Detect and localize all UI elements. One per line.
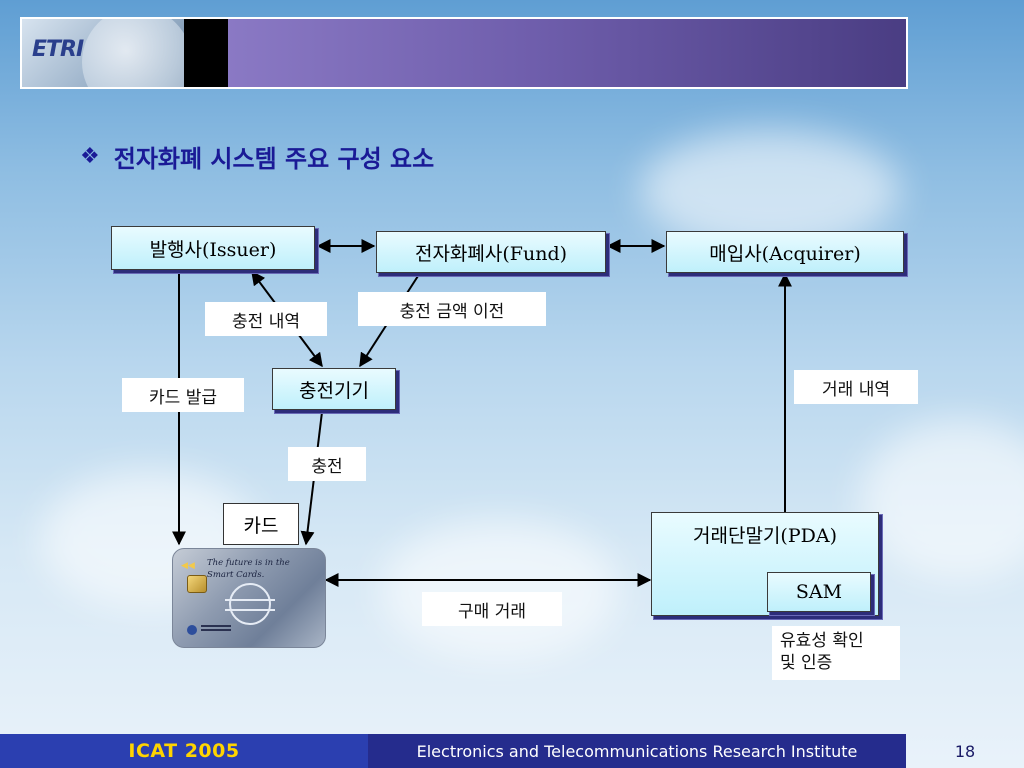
- label-charge-history: 충전 내역: [205, 302, 327, 336]
- label-charge-amount-transfer: 충전 금액 이전: [358, 292, 546, 326]
- smart-card-image: ◀◀ The future is in the Smart Cards.: [172, 548, 326, 648]
- smart-card-slogan: The future is in the Smart Cards.: [207, 558, 290, 580]
- node-card-label: 카드: [243, 514, 279, 537]
- diamond-bullet-icon: ❖: [80, 144, 100, 169]
- banner-gradient: [228, 19, 906, 87]
- label-validity-auth: 유효성 확인 및 인증: [772, 626, 900, 680]
- label-charge: 충전: [288, 447, 366, 481]
- node-issuer-label: 발행사(Issuer): [149, 238, 277, 261]
- label-validity-line2: 및 인증: [780, 653, 833, 673]
- cloud-decoration: [860, 420, 1024, 580]
- globe-icon: [225, 583, 275, 625]
- cloud-decoration: [640, 130, 900, 250]
- footer-conference: ICAT 2005: [0, 734, 368, 768]
- card-fine-print: [201, 625, 231, 627]
- logo-area: ETRI: [22, 19, 184, 87]
- node-acquirer: 매입사(Acquirer): [666, 231, 904, 273]
- cloud-decoration: [380, 520, 620, 660]
- node-fund-label: 전자화폐사(Fund): [414, 242, 568, 265]
- page-number: 18: [954, 741, 976, 761]
- etri-mini-logo-icon: [187, 625, 197, 635]
- satellite-dish-icon: [82, 19, 184, 87]
- header-banner: ETRI: [20, 17, 908, 89]
- banner-black-strip: [184, 19, 228, 87]
- chip-icon: [187, 575, 207, 593]
- logo: ETRI: [32, 37, 84, 62]
- label-purchase-transaction: 구매 거래: [422, 592, 562, 626]
- node-sam-label: SAM: [795, 581, 843, 603]
- node-fund: 전자화폐사(Fund): [376, 231, 606, 273]
- slide-heading: ❖ 전자화폐 시스템 주요 구성 요소: [80, 139, 434, 174]
- page-title: 전자화폐 시스템 주요 구성 요소: [113, 145, 435, 173]
- node-card: 카드: [223, 503, 299, 545]
- play-icon: ◀◀: [181, 561, 195, 571]
- node-pda-label: 거래단말기(PDA): [693, 525, 837, 547]
- node-charger-label: 충전기기: [299, 379, 369, 402]
- node-charger: 충전기기: [272, 368, 396, 410]
- node-issuer: 발행사(Issuer): [111, 226, 315, 270]
- label-validity-line1: 유효성 확인: [780, 631, 864, 651]
- node-sam: SAM: [767, 572, 871, 612]
- node-acquirer-label: 매입사(Acquirer): [709, 242, 861, 265]
- footer-institute: Electronics and Telecommunications Resea…: [368, 734, 906, 768]
- label-card-issue: 카드 발급: [122, 378, 244, 412]
- label-transaction-history: 거래 내역: [794, 370, 918, 404]
- footer-bar: ICAT 2005 Electronics and Telecommunicat…: [0, 734, 1024, 768]
